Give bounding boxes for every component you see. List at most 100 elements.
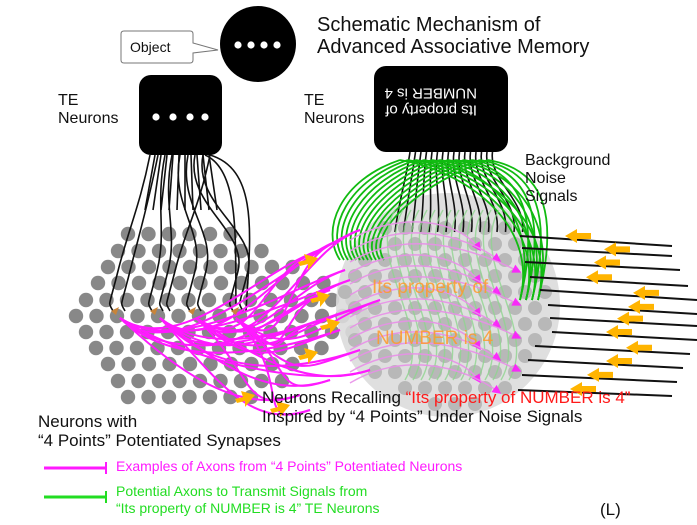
black-axon [177,154,198,312]
black-axon [196,154,202,211]
neuron-dot [244,259,259,275]
noise-signal-line [527,359,684,369]
recall-neuron-dot [398,253,412,267]
title-line-1: Schematic Mechanism of [317,14,541,36]
recall-neuron-dot [518,317,532,331]
neuron-dot [162,356,177,372]
neuron-dot [203,356,218,372]
synapse-triangle [111,307,119,315]
magenta-axon-faint [349,342,522,372]
green-axon [340,159,417,261]
noise-signal-line [547,304,697,315]
te-right-box-text: Its property of NUMBER is 4 [381,84,477,118]
te-left-box [139,75,222,155]
magenta-axon [235,317,321,347]
noise-arrow-icon [587,367,613,382]
recall-highlight: “Its property of NUMBER is 4” [405,388,631,407]
noise-signal-line [517,389,673,397]
black-axon [144,154,156,211]
recall-neuron-dot [478,253,492,267]
magenta-axon [235,317,331,387]
recall-neuron-dot [428,269,442,283]
te-left-line-1: TE [58,92,79,109]
legend-green-line-1: Potential Axons to Transmit Signals from [116,483,368,499]
neuron-dot [110,243,126,259]
recall-neuron-dot [508,269,522,283]
magenta-axon [235,317,361,367]
green-axon [362,159,457,261]
neuron-dot [141,356,157,372]
recall-neuron-dot [348,333,362,347]
legend-green-swatch [44,491,107,503]
neuron-dot [111,275,126,291]
magenta-axon-faint [349,221,481,252]
neuron-dot [172,243,187,259]
potentiated-caption: Neurons with “4 Points” Potentiated Syna… [38,412,281,450]
recall-neuron-dot [468,397,482,411]
neuron-dot [121,356,136,372]
green-axon-faint [482,209,510,381]
magenta-axon [195,309,351,347]
black-axon [120,154,159,312]
green-axon-faint [418,209,446,381]
noise-arrow-icon [606,354,632,369]
magenta-axon [235,239,341,332]
te-neurons-right-label: TE Neurons [304,92,364,128]
black-axon [158,154,173,312]
recall-caption-line-2: Inspired by “4 Points” Under Noise Signa… [262,407,583,427]
magenta-axon-faint [349,254,481,285]
panel-label: (L) [600,500,621,519]
magenta-axons [119,221,522,416]
green-axon-faint [458,209,486,381]
object-label: Object [130,39,171,55]
black-axon [160,154,168,211]
green-axon [345,159,425,261]
neuron-dot [78,292,94,308]
neuron-dot [161,226,177,242]
green-axon [463,159,530,301]
magenta-axon-faint [349,353,481,384]
neuron-dot [109,340,124,356]
neuron-dot [293,340,309,356]
neuron-dot [172,275,188,291]
recall-prefix: Neurons Recalling [262,388,406,407]
signal-arrow-icon [320,318,340,334]
black-axon [176,154,180,211]
green-axon [447,159,538,301]
green-axon [375,159,481,261]
magenta-axon-faint [349,320,481,351]
noise-line-3: Signals [525,187,578,205]
noise-signal-line [539,289,697,301]
legend-magenta-swatch [44,462,107,474]
green-axon [431,159,526,301]
potentiated-line-1: Neurons with [38,412,138,431]
signal-arrow-icon [298,348,318,364]
recall-neuron-dot [338,285,352,299]
title-line-2: Advanced Associative Memory [317,36,590,59]
neuron-dot [201,292,217,308]
neuron-dot [213,275,229,291]
recall-overlay-line-1: Its property of [372,277,489,298]
noise-arrow-icon [565,228,591,243]
synapse-triangle [150,307,158,315]
potentiated-line-2: “4 Points” Potentiated Synapses [38,431,281,451]
green-axon [336,159,409,261]
neuron-dot [264,259,280,275]
neuron-dot [110,373,126,389]
recall-neuron-dot [418,381,432,395]
recall-neuron-dot [498,381,512,395]
neuron-dot [202,226,218,242]
black-axon [208,154,218,211]
noise-arrow-icon [604,242,630,257]
synapse-triangle [188,307,196,315]
neuron-dot [131,275,147,291]
neuron-dot [131,373,146,389]
black-axon [209,154,251,312]
te-right-box-line-2: NUMBER is 4 [384,84,477,102]
magenta-axon [159,299,381,341]
black-axon [202,154,210,211]
noise-arrow-icon [586,270,612,285]
green-axon-faint [394,209,422,381]
neuron-dot [254,243,269,259]
